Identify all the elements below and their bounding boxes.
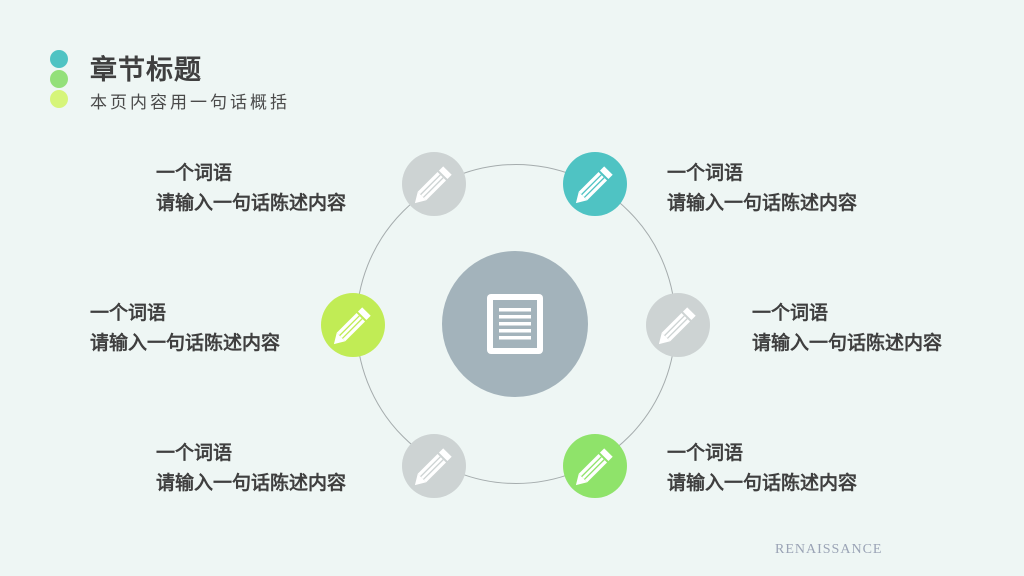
node-middle-right [646,293,710,357]
pencil-icon [658,307,696,345]
node-bottom-left [402,434,466,498]
accent-dot-lime [50,90,68,108]
item-heading: 一个词语 [667,442,744,464]
item-description: 请输入一句话陈述内容 [752,332,943,354]
center-circle [442,251,588,397]
node-top-left [402,152,466,216]
page-subtitle: 本页内容用一句话概括 [90,93,290,113]
label-middle-right: 一个词语 请输入一句话陈述内容 [752,298,942,358]
item-heading: 一个词语 [667,162,744,184]
item-heading: 一个词语 [752,302,829,324]
pencil-icon [575,166,613,204]
item-description: 请输入一句话陈述内容 [156,192,347,214]
item-heading: 一个词语 [156,162,233,184]
pencil-icon [333,307,371,345]
item-heading: 一个词语 [90,302,167,324]
pencil-icon [414,448,452,486]
item-description: 请输入一句话陈述内容 [667,192,858,214]
document-icon [487,294,543,354]
item-description: 请输入一句话陈述内容 [90,332,281,354]
label-middle-left: 一个词语 请输入一句话陈述内容 [90,298,280,358]
accent-dot-teal [50,50,68,68]
pencil-icon [575,448,613,486]
node-middle-left [321,293,385,357]
label-top-right: 一个词语 请输入一句话陈述内容 [667,158,857,218]
item-heading: 一个词语 [156,442,233,464]
label-bottom-right: 一个词语 请输入一句话陈述内容 [667,438,857,498]
node-bottom-right [563,434,627,498]
page-title: 章节标题 [90,55,202,86]
brand-watermark: RENAISSANCE [775,542,883,557]
pencil-icon [414,166,452,204]
accent-dot-green [50,70,68,88]
item-description: 请输入一句话陈述内容 [667,472,858,494]
node-top-right [563,152,627,216]
label-bottom-left: 一个词语 请输入一句话陈述内容 [156,438,346,498]
item-description: 请输入一句话陈述内容 [156,472,347,494]
label-top-left: 一个词语 请输入一句话陈述内容 [156,158,346,218]
